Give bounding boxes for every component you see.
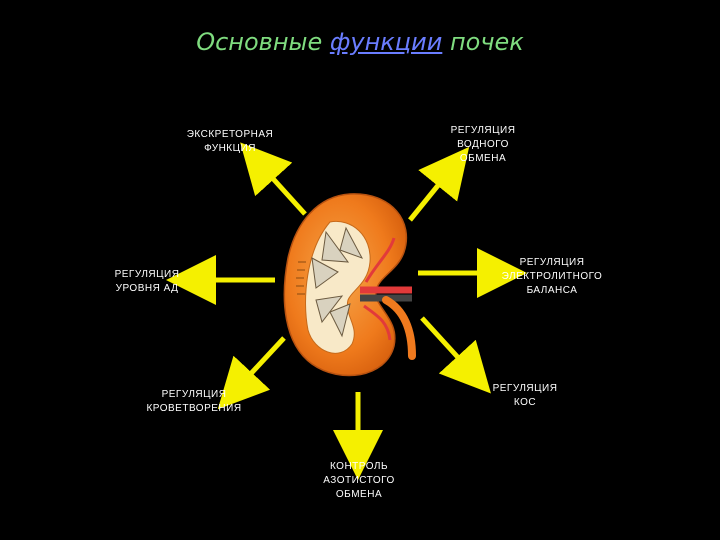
- title-part-1: Основные: [196, 28, 330, 56]
- label-excretory: ЭКСКРЕТОРНАЯ ФУНКЦИЯ: [186, 129, 274, 154]
- arrow-hematopoiesis: [217, 336, 286, 410]
- title-part-2: почек: [442, 28, 524, 56]
- arrow-water: [408, 146, 470, 222]
- kidney-icon: [283, 193, 416, 377]
- label-hematopoiesis: РЕГУЛЯЦИЯ КРОВЕТВОРЕНИЯ: [146, 389, 242, 414]
- label-nitrogen: КОНТРОЛЬ АЗОТИСТОГО ОБМЕНА: [323, 461, 395, 500]
- arrow-excretory: [240, 142, 307, 216]
- label-bp: РЕГУЛЯЦИЯ УРОВНЯ АД: [114, 269, 180, 294]
- label-acid-base: РЕГУЛЯЦИЯ КОС: [492, 383, 558, 408]
- page-title: Основные функции почек: [0, 28, 720, 56]
- arrows: [166, 142, 527, 480]
- title-link[interactable]: функции: [329, 28, 443, 56]
- label-water: РЕГУЛЯЦИЯ ВОДНОГО ОБМЕНА: [450, 125, 516, 164]
- arrow-acid-base: [420, 316, 491, 394]
- label-electrolyte: РЕГУЛЯЦИЯ ЭЛЕКТРОЛИТНОГО БАЛАНСА: [501, 257, 603, 296]
